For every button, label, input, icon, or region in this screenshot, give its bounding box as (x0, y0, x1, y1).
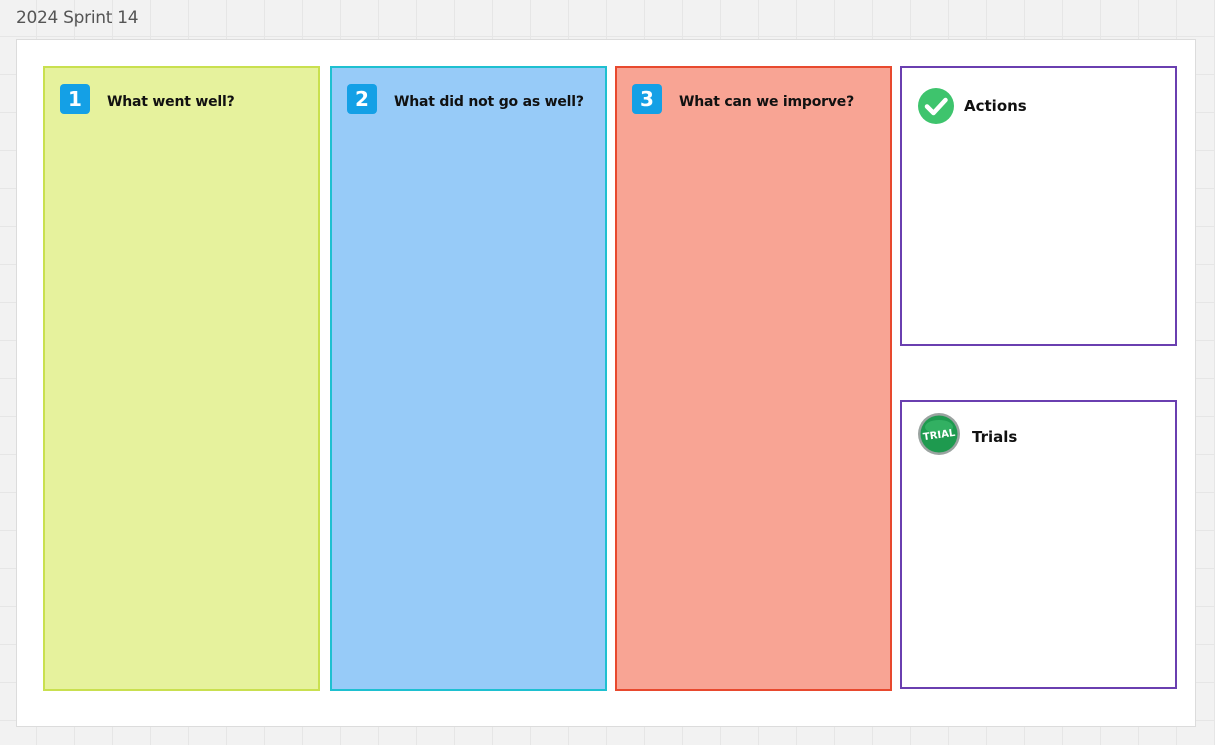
actions-box[interactable]: Actions (900, 66, 1177, 346)
column-went-well[interactable]: 1 What went well? (43, 66, 320, 691)
trials-box[interactable]: TRIAL Trials (900, 400, 1177, 689)
column-title[interactable]: What did not go as well? (394, 94, 584, 110)
trial-badge-icon: TRIAL (918, 413, 960, 455)
check-circle-icon (918, 88, 954, 124)
column-title[interactable]: What can we imporve? (679, 94, 854, 110)
number-badge: 2 (347, 84, 377, 114)
frame-title[interactable]: 2024 Sprint 14 (16, 8, 139, 28)
column-improve[interactable]: 3 What can we imporve? (615, 66, 892, 691)
number-badge: 1 (60, 84, 90, 114)
trial-badge-text: TRIAL (922, 428, 956, 443)
number-badge: 3 (632, 84, 662, 114)
trials-title[interactable]: Trials (972, 428, 1018, 446)
actions-title[interactable]: Actions (964, 97, 1027, 115)
column-title[interactable]: What went well? (107, 94, 235, 110)
column-not-well[interactable]: 2 What did not go as well? (330, 66, 607, 691)
